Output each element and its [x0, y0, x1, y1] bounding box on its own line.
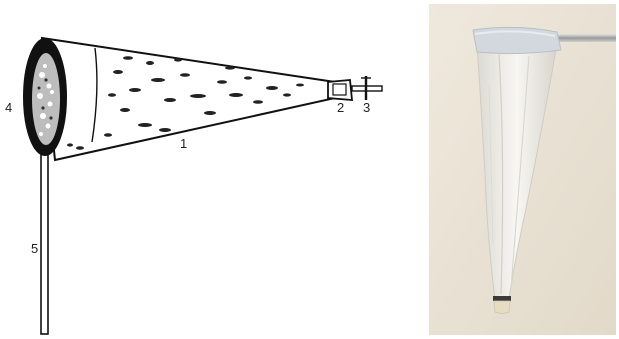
- plankton-net-diagram: 1 2 3 4 5: [0, 0, 420, 339]
- drain-valve: [352, 76, 382, 100]
- collecting-bucket: [328, 80, 352, 100]
- label-2: 2: [337, 100, 344, 115]
- photo-collector-cup: [494, 301, 510, 314]
- label-5: 5: [31, 241, 38, 256]
- label-4: 4: [5, 100, 12, 115]
- label-3: 3: [363, 100, 370, 115]
- net-pole: [41, 152, 48, 334]
- label-1: 1: [180, 136, 187, 151]
- net-cone: [42, 38, 335, 160]
- net-mouth-ring: [24, 39, 66, 155]
- net-photo-illustration: [429, 4, 616, 335]
- net-photograph: [429, 4, 616, 335]
- photo-cup-band: [493, 296, 511, 301]
